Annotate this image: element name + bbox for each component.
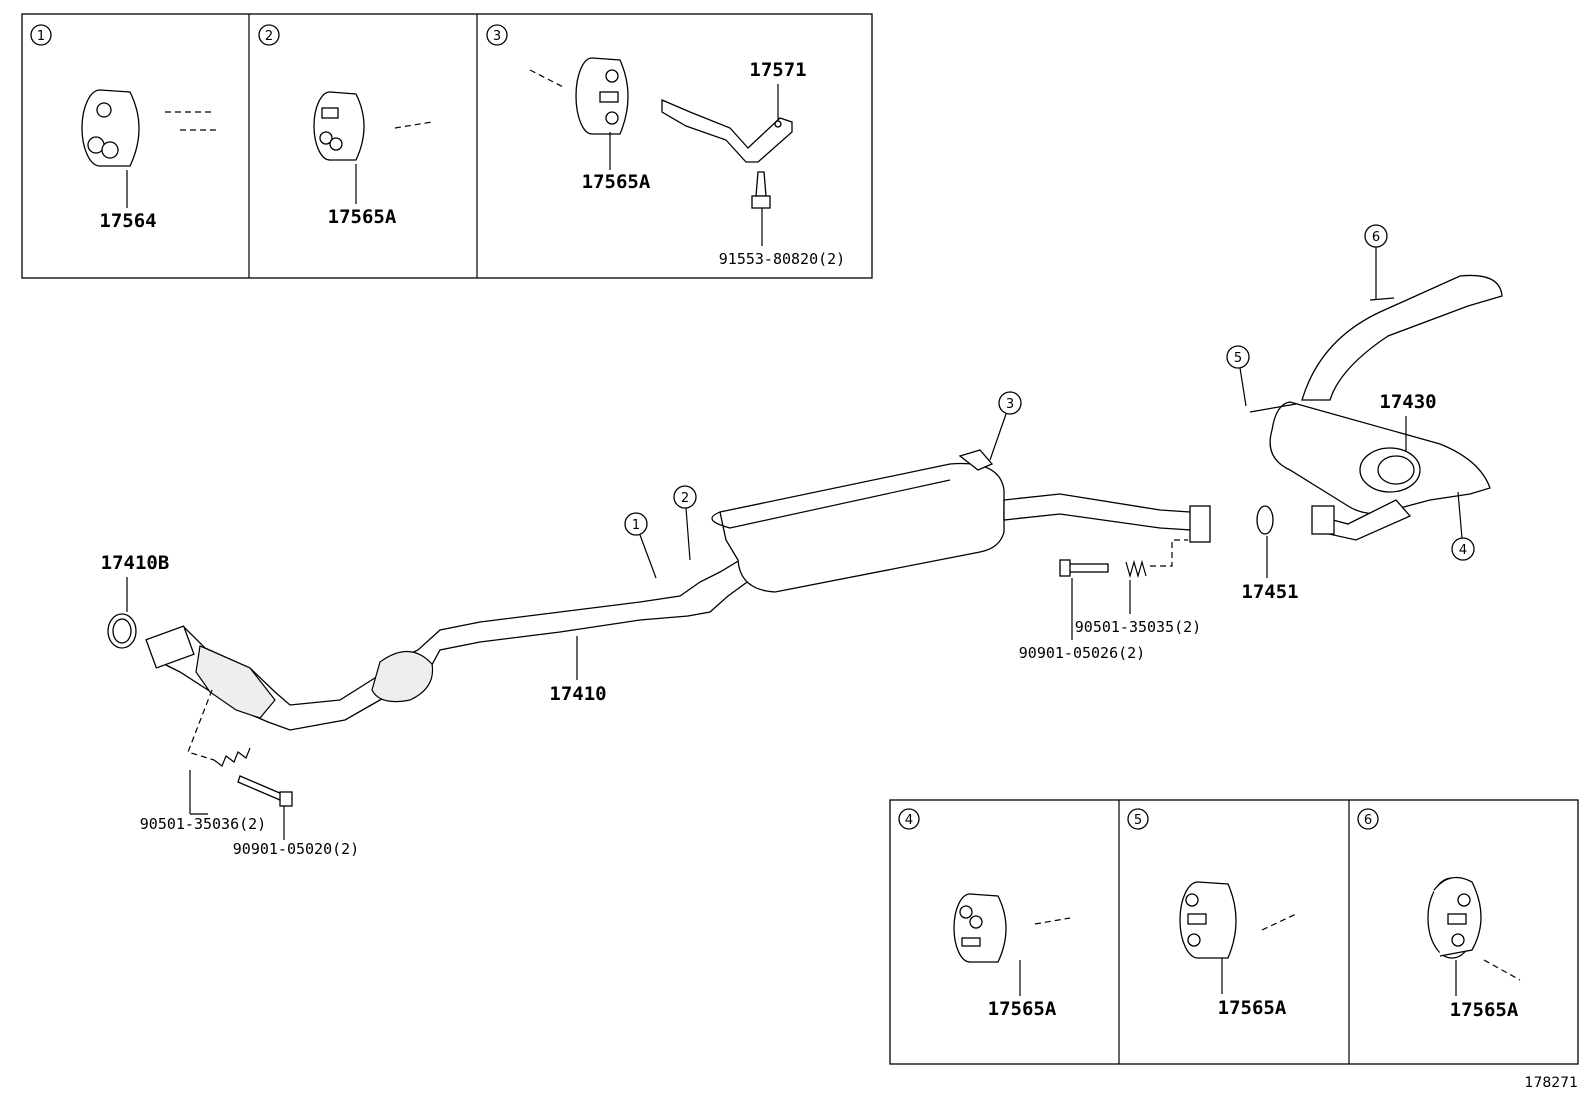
callout-1: 1 bbox=[624, 512, 657, 579]
bottom-inset-panels: 4 17565A 5 17 bbox=[889, 799, 1579, 1065]
part-number-label: 17565A bbox=[582, 171, 651, 193]
panel-6-callout: 6 bbox=[1364, 813, 1372, 828]
hanger-rod-dashed bbox=[394, 121, 433, 129]
panel-4-callout: 4 bbox=[905, 813, 913, 828]
connection-dashed bbox=[1150, 539, 1188, 567]
label-17410B: 17410B bbox=[101, 552, 170, 574]
hanger-rod-dashed bbox=[165, 111, 220, 131]
svg-text:1: 1 bbox=[632, 518, 640, 533]
label-17451: 17451 bbox=[1241, 581, 1298, 603]
panel-1: 1 17564 bbox=[30, 24, 220, 232]
part-number-label: 17571 bbox=[749, 59, 806, 81]
part-number-label: 17565A bbox=[328, 206, 397, 228]
panel-5-callout: 5 bbox=[1134, 813, 1142, 828]
callout-4: 4 bbox=[1451, 491, 1475, 561]
hanger-rod-dashed bbox=[1034, 917, 1071, 925]
panel-2: 2 17565A bbox=[258, 24, 433, 228]
top-panels-frame bbox=[21, 13, 873, 279]
bolt-icon bbox=[237, 775, 293, 807]
gasket-icon bbox=[1256, 505, 1274, 535]
hanger-rod-dashed bbox=[1483, 959, 1521, 981]
main-exhaust-assembly: 17410B 17410 90501-35035(2) bbox=[101, 224, 1503, 858]
bracket-icon bbox=[661, 99, 793, 163]
center-muffler-icon bbox=[711, 449, 1211, 593]
callout-circle bbox=[1357, 808, 1379, 830]
callout-6: 6 bbox=[1364, 224, 1388, 300]
callout-2: 2 bbox=[673, 485, 697, 561]
svg-text:5: 5 bbox=[1234, 351, 1242, 366]
label-90501-35036: 90501-35036(2) bbox=[140, 815, 266, 833]
hanger-icon bbox=[575, 57, 629, 135]
panel-5: 5 17565A bbox=[1127, 808, 1297, 1019]
label-17410: 17410 bbox=[549, 683, 606, 705]
tail-pipe-icon bbox=[1249, 274, 1503, 541]
front-pipe-icon bbox=[145, 557, 772, 731]
connection-dashed bbox=[187, 689, 215, 761]
hanger-icon bbox=[1179, 881, 1237, 959]
label-90501-35035: 90501-35035(2) bbox=[1075, 618, 1201, 636]
spring-icon bbox=[213, 747, 251, 767]
callout-circle bbox=[898, 808, 920, 830]
svg-text:6: 6 bbox=[1372, 230, 1380, 245]
panel-6: 6 17565A bbox=[1357, 808, 1521, 1021]
part-number-label: 91553-80820(2) bbox=[719, 250, 845, 268]
callout-5: 5 bbox=[1226, 345, 1250, 407]
top-inset-panels: 1 17564 2 175 bbox=[21, 13, 873, 279]
panel-1-callout: 1 bbox=[37, 29, 45, 44]
bottom-panels-frame bbox=[889, 799, 1579, 1065]
part-number-label: 17565A bbox=[1450, 999, 1519, 1021]
panel-2-callout: 2 bbox=[265, 29, 273, 44]
label-90901-05020: 90901-05020(2) bbox=[233, 840, 359, 858]
bolt-icon bbox=[751, 171, 771, 209]
spring-icon bbox=[1125, 559, 1147, 579]
hanger-rod-dashed bbox=[1261, 913, 1297, 931]
panel-3: 3 17565A 17571 91553-80820(2) bbox=[486, 24, 845, 268]
callout-circle bbox=[1127, 808, 1149, 830]
hanger-icon bbox=[313, 91, 365, 161]
svg-text:3: 3 bbox=[1006, 397, 1014, 412]
callout-3: 3 bbox=[989, 391, 1022, 461]
panel-3-callout: 3 bbox=[493, 29, 501, 44]
callout-circle bbox=[486, 24, 508, 46]
hanger-rod-dashed bbox=[529, 69, 566, 89]
bolt-icon bbox=[1059, 559, 1109, 577]
part-number-label: 17565A bbox=[988, 998, 1057, 1020]
part-number-label: 17565A bbox=[1218, 997, 1287, 1019]
panel-4: 4 17565A bbox=[898, 808, 1071, 1020]
part-number-label: 17564 bbox=[99, 210, 156, 232]
callout-circle bbox=[258, 24, 280, 46]
svg-text:2: 2 bbox=[681, 491, 689, 506]
hanger-icon bbox=[953, 893, 1007, 963]
hanger-icon bbox=[1427, 876, 1482, 959]
svg-text:4: 4 bbox=[1459, 543, 1467, 558]
hanger-icon bbox=[81, 89, 140, 167]
label-90901-05026: 90901-05026(2) bbox=[1019, 644, 1145, 662]
callout-circle bbox=[30, 24, 52, 46]
diagram-id: 178271 bbox=[1525, 1075, 1578, 1091]
label-17430: 17430 bbox=[1379, 391, 1436, 413]
